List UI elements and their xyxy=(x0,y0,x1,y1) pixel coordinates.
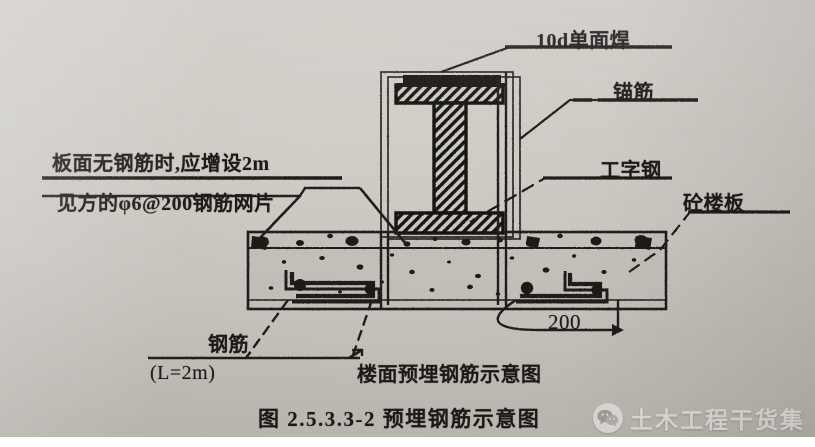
label-rebar: 钢筋 xyxy=(208,334,249,356)
leader-slab xyxy=(628,211,691,273)
dimension-200 xyxy=(496,298,620,332)
label-weld: 10d单面焊 xyxy=(536,30,631,52)
figure-subcaption: 楼面预埋钢筋示意图 xyxy=(357,364,542,386)
watermark-text: 土木工程干货集 xyxy=(630,407,805,433)
leader-mesh xyxy=(42,186,360,198)
leader-mesh-legs xyxy=(257,187,408,245)
label-dimension-200: 200 xyxy=(548,310,581,334)
dimension-arrow xyxy=(612,324,624,336)
figure-caption: 图 2.5.3.3-2 预埋钢筋示意图 xyxy=(258,407,541,431)
rebar-hook-left xyxy=(284,270,381,304)
anchor-bars xyxy=(379,72,508,309)
rebar-nodes xyxy=(251,236,652,250)
label-anchor-bar: 锚筋 xyxy=(613,82,654,104)
leader-subcaption xyxy=(352,348,364,356)
watermark: 土木工程干货集 xyxy=(593,401,805,435)
label-i-beam: 工字钢 xyxy=(600,160,662,182)
label-length-note: (L=2m) xyxy=(150,362,216,384)
i-beam-section xyxy=(380,71,521,240)
wechat-icon xyxy=(593,403,623,433)
leader-rebar xyxy=(245,299,374,359)
leader-anchor xyxy=(519,98,600,140)
note-line-1: 板面无钢筋时,应增设2m xyxy=(52,153,270,175)
note-line-2: 见方的φ6@200钢筋网片 xyxy=(57,193,275,215)
rebar-hook-right xyxy=(516,271,609,304)
label-concrete-slab: 砼楼板 xyxy=(683,193,745,215)
leader-ibeam xyxy=(469,177,546,223)
bottom-white-strip xyxy=(0,437,815,447)
